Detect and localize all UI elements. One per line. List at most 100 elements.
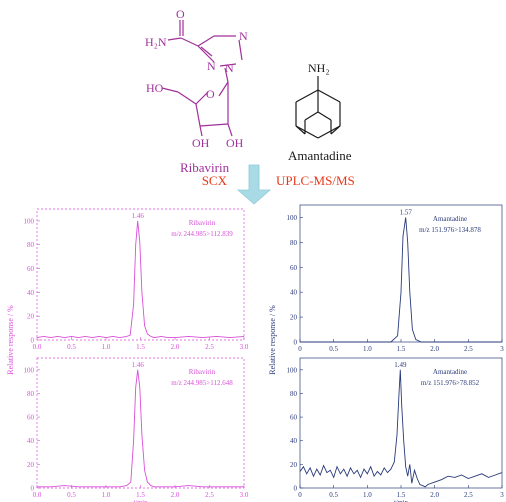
peak-label: 1.46 <box>132 361 145 369</box>
y-tick-label: 0 <box>294 339 298 347</box>
transition-label: m/z 151.976>134.878 <box>419 226 481 234</box>
x-tick-label: 2.0 <box>430 345 439 353</box>
y-tick-label: 0 <box>31 485 35 493</box>
y-tick-label: 40 <box>290 437 298 445</box>
y-tick-label: 100 <box>24 217 35 225</box>
x-tick-label: 2.0 <box>171 491 180 499</box>
chart-panel-amantadine-bottom: 02040608010000.51.01.52.02.53t/min1.49Am… <box>287 357 504 502</box>
y-tick-label: 20 <box>290 314 298 322</box>
ribavirin-name: Ribavirin <box>180 160 230 175</box>
x-tick-label: 1.0 <box>363 491 372 499</box>
bond <box>195 91 209 105</box>
peak-label: 1.57 <box>400 208 413 216</box>
x-tick-label: 3 <box>500 491 504 499</box>
atom-label: NH₂ <box>308 61 330 75</box>
compound-label: Ribavirin <box>189 368 216 376</box>
atom-label: HO <box>146 81 164 95</box>
bond <box>195 103 201 127</box>
y-tick-label: 20 <box>290 461 298 469</box>
transition-label: m/z 244.985>112.648 <box>171 379 233 387</box>
bond <box>295 125 306 135</box>
x-tick-label: 0.0 <box>33 343 42 351</box>
x-tick-label: 0.5 <box>329 491 338 499</box>
atom-label: O <box>206 87 215 101</box>
amantadine-structure <box>295 76 341 139</box>
plot-frame <box>36 208 245 341</box>
x-tick-label: 2.0 <box>171 343 180 351</box>
x-axis-label: t/min <box>394 499 408 502</box>
atom-label: N <box>207 59 216 73</box>
workflow-right-label: UPLC-MS/MS <box>276 173 355 188</box>
y-tick-label: 60 <box>290 414 298 422</box>
bond <box>295 89 319 103</box>
x-tick-label: 2.5 <box>205 491 214 499</box>
y-tick-label: 100 <box>287 366 298 374</box>
amantadine-name: Amantadine <box>288 148 352 163</box>
y-tick-label: 80 <box>27 241 35 249</box>
atom-label: OH <box>192 136 210 150</box>
x-tick-label: 1.5 <box>136 491 145 499</box>
atom-label: H₂N <box>145 35 167 49</box>
x-tick-label: 0.5 <box>67 343 76 351</box>
y-tick-label: 100 <box>24 366 35 374</box>
bond <box>200 46 213 57</box>
y-tick-label: 0 <box>31 337 35 345</box>
chromatogram-trace <box>36 220 245 339</box>
x-tick-label: 1.5 <box>397 345 406 353</box>
bond <box>295 125 319 139</box>
x-tick-label: 0 <box>298 345 302 353</box>
x-tick-label: 0 <box>298 491 302 499</box>
bond <box>330 125 341 135</box>
compound-label: Amantadine <box>433 368 467 376</box>
x-tick-label: 3.0 <box>240 491 249 499</box>
y-tick-label: 40 <box>27 437 35 445</box>
bond <box>317 125 341 139</box>
bond <box>167 37 182 41</box>
compound-label: Amantadine <box>433 215 467 223</box>
x-tick-label: 0.5 <box>329 345 338 353</box>
atom-label: N <box>225 61 234 75</box>
chromatogram-trace <box>37 369 244 488</box>
atom-label: O <box>176 7 185 21</box>
bond <box>161 87 179 93</box>
bond <box>180 37 199 47</box>
y-tick-label: 40 <box>27 289 35 297</box>
bond <box>224 67 229 83</box>
bond <box>304 111 319 121</box>
atom-label: OH <box>226 136 244 150</box>
y-tick-label: 40 <box>290 289 298 297</box>
plot-frame <box>36 357 245 489</box>
bond <box>199 125 203 137</box>
y-tick-label: 60 <box>290 264 298 272</box>
y-tick-label: 100 <box>287 214 298 222</box>
chart-panel-ribavirin-bottom: 0204060801000.00.51.01.52.02.53.0t/min1.… <box>24 357 249 502</box>
x-tick-label: 1.0 <box>102 343 111 351</box>
y-tick-label: 0 <box>294 485 298 493</box>
y-axis-label-right: Relative response / % <box>268 305 277 375</box>
x-tick-label: 1.5 <box>397 491 406 499</box>
x-axis-label: t/min <box>134 499 148 502</box>
y-tick-label: 80 <box>27 390 35 398</box>
compound-label: Ribavirin <box>189 219 216 227</box>
x-tick-label: 2.5 <box>205 343 214 351</box>
y-tick-label: 80 <box>290 390 298 398</box>
x-tick-label: 0.0 <box>33 491 42 499</box>
x-tick-label: 3.0 <box>240 343 249 351</box>
chromatogram-trace <box>299 369 503 488</box>
peak-label: 1.49 <box>394 361 407 369</box>
bond <box>317 89 341 103</box>
bond <box>227 123 233 137</box>
atom-label: N <box>239 29 248 43</box>
y-tick-label: 60 <box>27 414 35 422</box>
bond <box>177 91 197 105</box>
x-tick-label: 1.5 <box>136 343 145 351</box>
y-tick-label: 80 <box>290 239 298 247</box>
peak-label: 1.46 <box>132 212 145 220</box>
x-tick-label: 3 <box>500 345 504 353</box>
x-tick-label: 2.5 <box>464 345 473 353</box>
x-tick-label: 0.5 <box>67 491 76 499</box>
x-tick-label: 2.5 <box>464 491 473 499</box>
down-arrow-icon <box>236 164 272 205</box>
